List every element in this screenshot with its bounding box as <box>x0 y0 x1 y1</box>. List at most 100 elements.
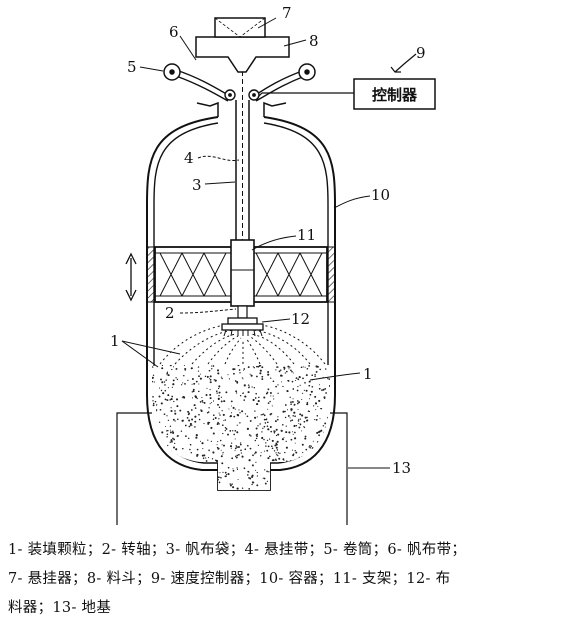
particle-dot <box>202 457 205 459</box>
particle-dot <box>266 421 269 424</box>
particle-dot <box>218 481 221 484</box>
particle-dot <box>206 471 208 474</box>
particle-dot <box>244 413 247 415</box>
particle-dot <box>153 381 155 383</box>
particle-dot <box>270 395 272 397</box>
particle-dot <box>225 427 228 430</box>
particle-dot <box>268 438 271 440</box>
particle-dot <box>203 482 206 485</box>
particle-dot <box>286 370 288 373</box>
particle-dot <box>319 408 322 410</box>
particle-dot <box>203 454 206 457</box>
particle-dot <box>159 484 161 486</box>
particle-dot <box>202 466 205 469</box>
particle-dot <box>305 480 307 482</box>
particle-dot <box>172 468 174 470</box>
particle-dot <box>189 448 191 451</box>
particle-dot <box>172 476 174 478</box>
particle-dot <box>257 365 260 368</box>
particle-dot <box>234 438 236 440</box>
particle-dot <box>152 402 155 405</box>
particle-dot <box>232 430 234 432</box>
particle-dot <box>275 452 277 454</box>
particle-dot <box>152 395 154 398</box>
particle-dot <box>209 378 212 381</box>
particle-dot <box>310 476 312 479</box>
particle-dot <box>205 393 208 397</box>
particle-dot <box>302 451 304 454</box>
particle-dot <box>263 450 265 452</box>
particle-dot <box>166 481 168 483</box>
particle-dot <box>291 380 294 383</box>
particle-dot <box>154 427 156 429</box>
particle-dot <box>173 467 176 470</box>
particle-dot <box>302 366 304 368</box>
particle-dot <box>227 433 229 436</box>
particle-dot <box>172 437 174 440</box>
particle-dot <box>209 388 211 391</box>
particle-dot <box>283 437 285 439</box>
particle-dot <box>284 372 286 374</box>
particle-dot <box>152 459 154 461</box>
particle-dot <box>166 371 169 373</box>
particle-dot <box>228 408 230 410</box>
particle-dot <box>212 451 215 454</box>
particle-dot <box>207 457 210 459</box>
particle-dot <box>314 375 316 377</box>
particle-dot <box>311 374 314 377</box>
particle-dot <box>269 400 271 403</box>
particle-dot <box>223 444 225 447</box>
particle-dot <box>294 415 296 417</box>
particle-dot <box>242 392 245 394</box>
particle-dot <box>287 379 289 382</box>
particle-dot <box>312 405 315 407</box>
particle-dot <box>271 405 273 407</box>
particle-dot <box>298 401 301 404</box>
particle-dot <box>255 392 257 395</box>
particle-dot <box>184 383 186 385</box>
particle-dot <box>321 477 324 480</box>
particle-dot <box>251 474 254 477</box>
particle-dot <box>273 431 276 434</box>
distributor <box>221 317 264 337</box>
label-1-right: 1 <box>363 365 373 383</box>
particle-dot <box>167 470 170 473</box>
particle-dot <box>218 423 220 425</box>
particle-dot <box>275 443 278 446</box>
particle-dot <box>303 426 305 428</box>
hopper <box>195 17 290 73</box>
particle-dot <box>160 439 162 441</box>
particle-dot <box>218 385 221 388</box>
particle-dot <box>166 399 169 401</box>
particle-dot <box>299 418 302 420</box>
particle-dot <box>224 475 227 478</box>
particle-dot <box>214 417 217 419</box>
particle-dot <box>192 484 195 487</box>
particle-dot <box>164 425 167 428</box>
particle-dot <box>166 415 168 417</box>
particle-dot <box>172 431 175 434</box>
label-4: 4 <box>184 149 194 167</box>
particle-dot <box>237 445 240 449</box>
particle-dot <box>196 481 199 483</box>
particle-dot <box>181 474 184 477</box>
particle-dot <box>255 461 257 463</box>
particle-dot <box>188 482 191 485</box>
particle-dot <box>304 437 307 440</box>
particle-dot <box>243 467 246 470</box>
particle-dot <box>295 379 297 382</box>
particle-dot <box>265 445 267 447</box>
particle-dot <box>212 432 215 435</box>
particle-dot <box>323 437 325 440</box>
particle-dot <box>167 387 169 389</box>
particle-dot <box>266 470 268 473</box>
particle-dot <box>271 445 273 447</box>
particle-dot <box>282 458 285 461</box>
particle-dot <box>172 430 174 433</box>
particle-dot <box>158 387 161 389</box>
particle-dot <box>164 389 167 392</box>
particle-dot <box>203 401 206 404</box>
particle-dot <box>294 437 297 440</box>
particle-dot <box>318 431 320 434</box>
particle-dot <box>261 413 263 416</box>
